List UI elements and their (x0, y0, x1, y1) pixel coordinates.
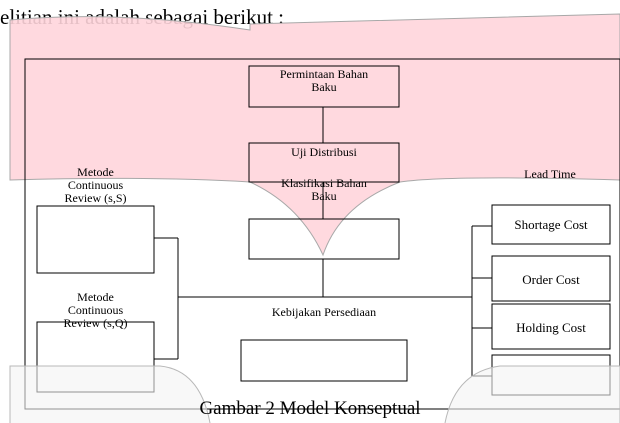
permintaan-box (248, 65, 400, 108)
order-cost-label: Order Cost (522, 272, 580, 287)
figure-caption: Gambar 2 Model Konseptual (199, 398, 421, 419)
gray-overlay-left (9, 365, 211, 423)
shortage-cost-label: Shortage Cost (514, 217, 588, 232)
uji-distribusi-box (248, 142, 400, 183)
lead-time-label: Lead Time (524, 167, 576, 181)
klasifikasi-label: Klasifikasi Bahan Baku (281, 176, 367, 203)
shortage-cost-box (491, 204, 611, 245)
klasifikasi-box (248, 218, 400, 260)
outer-frame (24, 58, 620, 410)
holding-cost-box (491, 303, 611, 350)
pink-highlight-shape (9, 13, 620, 257)
holding-cost-label: Holding Cost (516, 320, 586, 335)
permintaan-label: Permintaan Bahan Baku (279, 67, 369, 94)
metode-sq-label: Metode Continuous Review (s,Q) (63, 290, 128, 330)
kebijakan-box (240, 339, 408, 382)
metode-ss-label: Metode Continuous Review (s,S) (64, 165, 127, 205)
uji-distribusi-label: Uji Distribusi (291, 145, 357, 159)
metode-ss-box (36, 205, 155, 274)
kebijakan-label: Kebijakan Persediaan (271, 305, 377, 319)
gray-overlay-right (444, 365, 620, 423)
